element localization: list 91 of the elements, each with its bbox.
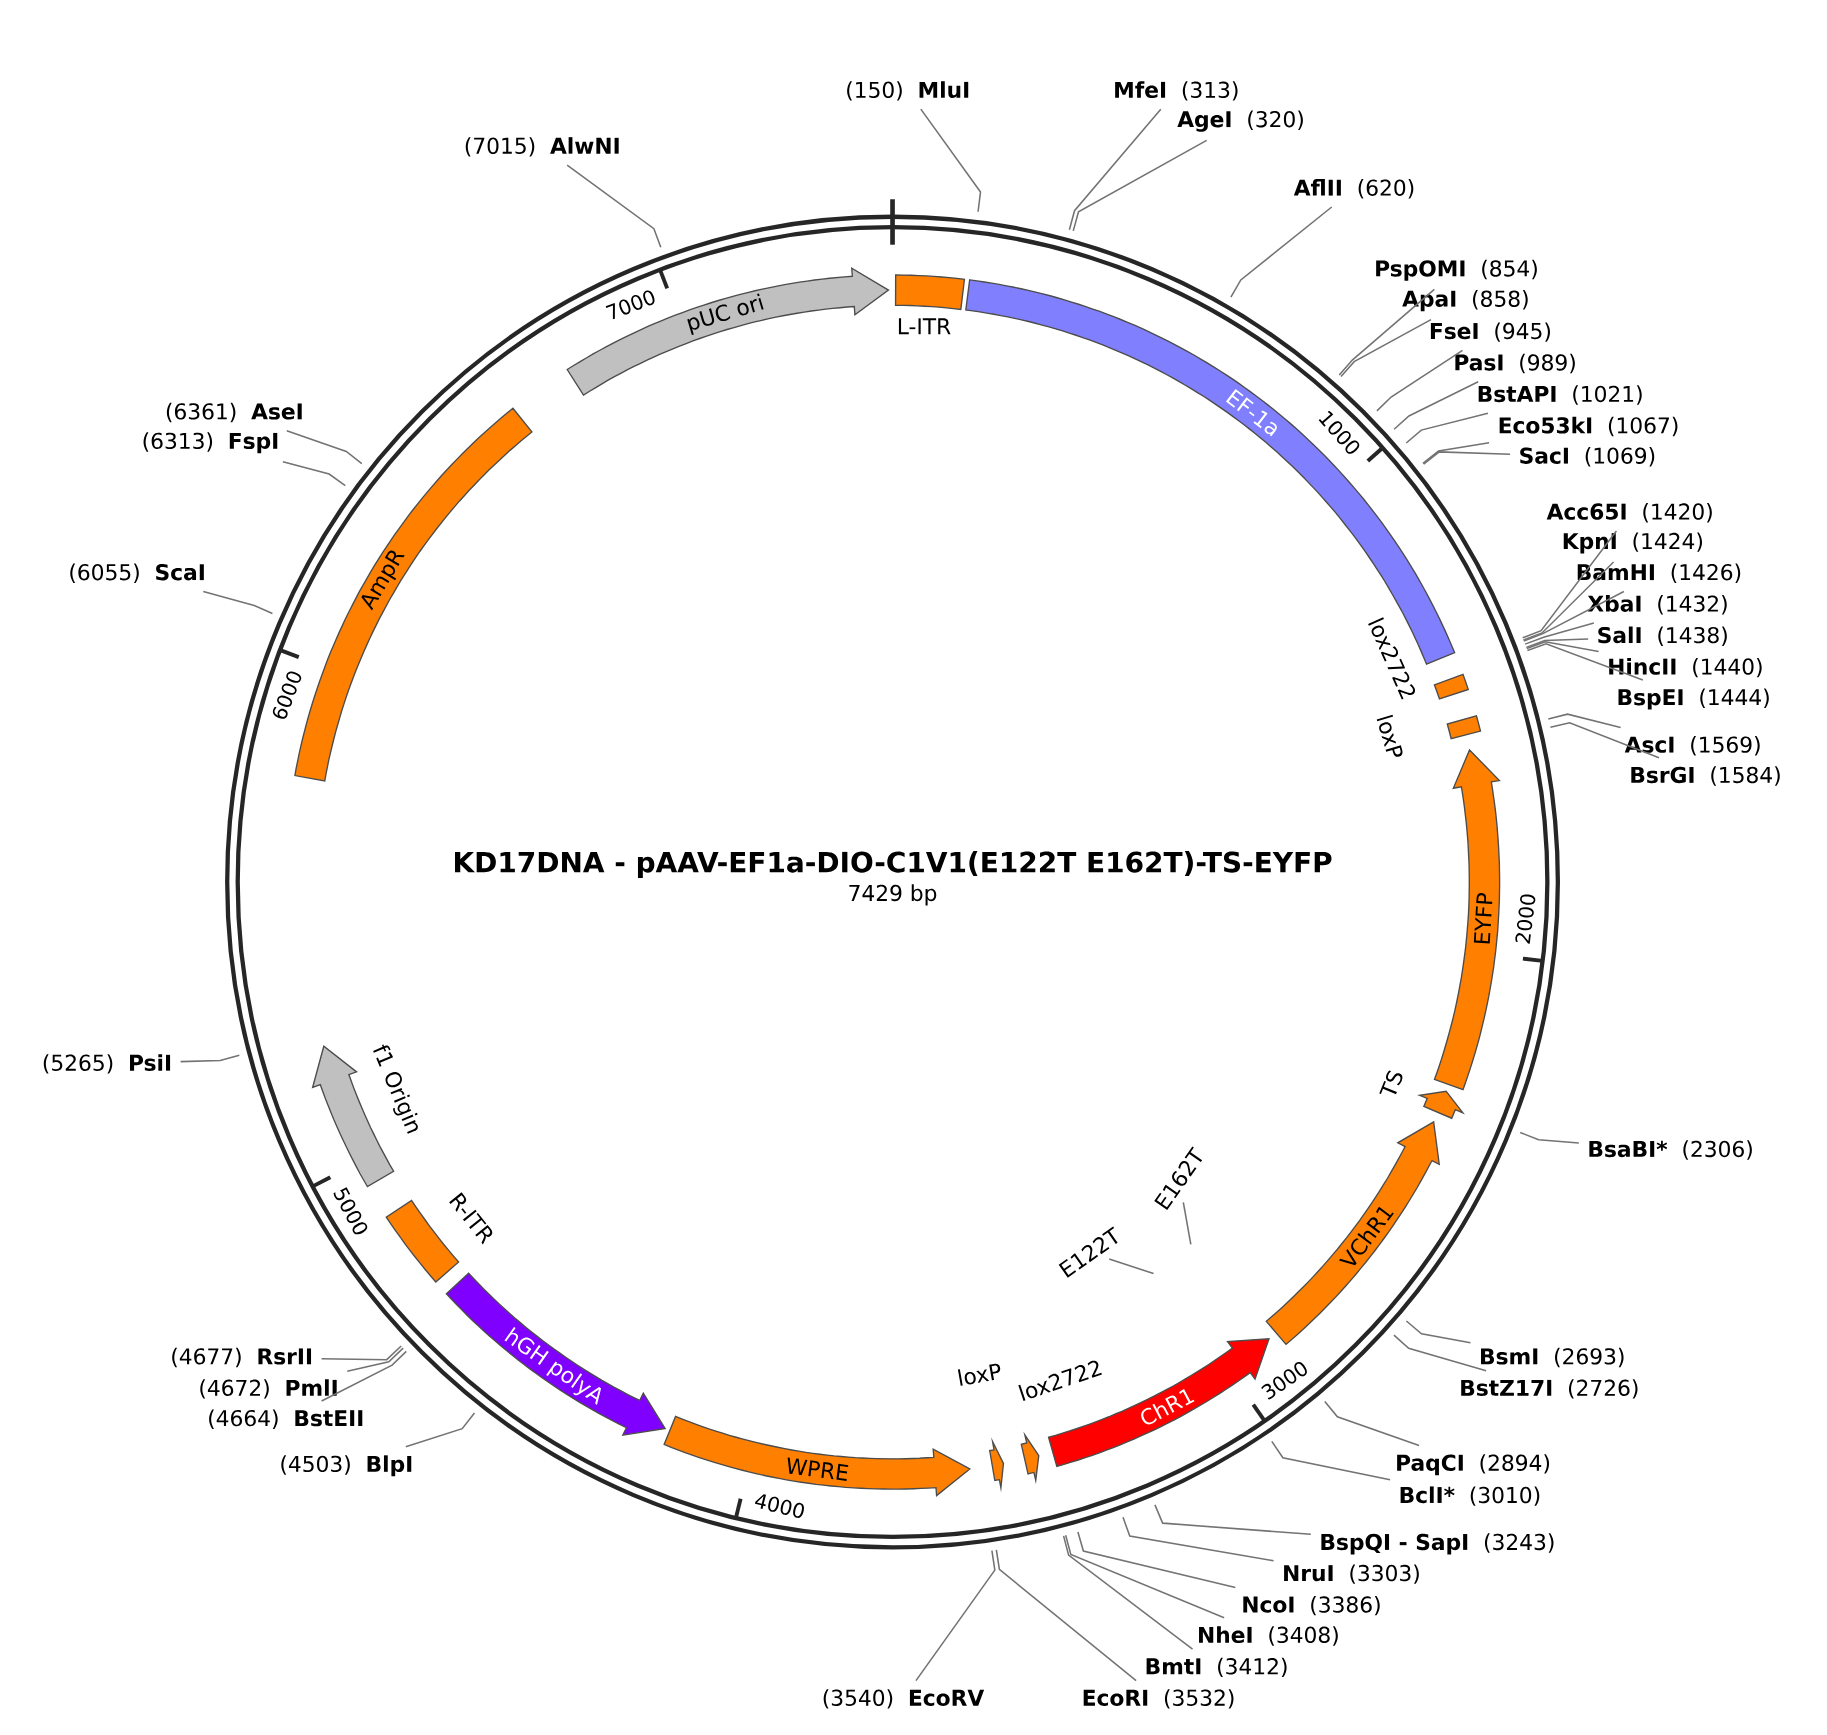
leader-line <box>1405 1320 1472 1344</box>
site-mark <box>1182 1201 1192 1246</box>
node-label: TS <box>1379 1070 1403 1095</box>
site-label: (3540) EcoRV <box>823 1689 985 1709</box>
leader-line <box>405 1412 476 1448</box>
site-label: BstZ17I (2726) <box>1461 1379 1638 1399</box>
site-label: Acc65I (1420) <box>1546 503 1712 523</box>
leader-line <box>1526 642 1644 681</box>
leader-line <box>202 590 274 615</box>
leader-line <box>286 429 363 465</box>
site-label: SacI (1069) <box>1520 447 1655 467</box>
leader-line <box>920 108 982 213</box>
leader-line <box>915 1549 996 1682</box>
site-label: SalI (1438) <box>1598 626 1727 646</box>
site-label: AscI (1569) <box>1624 736 1760 756</box>
leader-line <box>1422 442 1490 465</box>
leader-line <box>1230 206 1333 298</box>
leader-line <box>1077 1531 1237 1589</box>
site-label: (150) MluI <box>847 81 969 101</box>
site-label: NheI (3408) <box>1199 1626 1338 1646</box>
site-label: XbaI (1432) <box>1587 595 1727 615</box>
leader-line <box>1393 381 1479 431</box>
node-label: loxP <box>957 1363 1001 1386</box>
leader-line <box>1122 1516 1275 1562</box>
leader-line <box>1519 1131 1580 1144</box>
site-label: NruI (3303) <box>1284 1564 1419 1584</box>
leader-line <box>1393 1334 1487 1372</box>
leader-line <box>1525 638 1589 649</box>
leader-line <box>1271 1440 1391 1481</box>
site-label: NcoI (3386) <box>1243 1595 1380 1616</box>
site-label: BspEI (1444) <box>1618 688 1769 710</box>
leader-line <box>1072 139 1208 232</box>
leader-line <box>1324 1400 1420 1447</box>
site-label: (5265) PsiI <box>43 1054 171 1074</box>
leader-line <box>1062 1535 1194 1650</box>
site-label: BsaBI* (2306) <box>1589 1140 1752 1160</box>
site-label: PspOMI (854) <box>1376 259 1537 281</box>
site-label: BmtI (3412) <box>1146 1657 1287 1678</box>
leader-line <box>1422 451 1511 465</box>
site-label: (6055) ScaI <box>70 563 204 583</box>
leader-line <box>1340 318 1432 378</box>
leader-line <box>320 1350 408 1402</box>
leader-line <box>1521 530 1618 639</box>
site-label: EcoRI (3532) <box>1083 1689 1234 1709</box>
site-label: (4503) BlpI <box>281 1455 412 1477</box>
leader-line <box>1405 412 1489 444</box>
site-label: (6313) FspI <box>143 432 278 454</box>
leader-line <box>346 1347 404 1372</box>
leader-line <box>1522 561 1615 641</box>
site-label: AgeI (320) <box>1177 110 1303 132</box>
site-label: BspQI - SapI (3243) <box>1321 1533 1554 1555</box>
leader-line <box>1523 590 1625 642</box>
leader-line <box>566 164 662 249</box>
leader-line <box>1064 1534 1225 1619</box>
site-label: (4672) PmlI <box>200 1379 337 1399</box>
leader-line <box>995 1549 1137 1682</box>
site-label: MfeI (313) <box>1115 81 1238 101</box>
site-label: BsmI (2693) <box>1481 1347 1624 1368</box>
plasmid-size: 7429 bp <box>849 884 937 906</box>
site-label: BamHI (1426) <box>1577 563 1741 583</box>
leader-line <box>282 461 346 487</box>
leader-line <box>1547 713 1622 729</box>
gene-segment: f1 Origin <box>311 1044 418 1188</box>
gene-segment: L-ITR <box>894 274 966 335</box>
leader-line <box>1068 108 1162 231</box>
leader-line <box>1525 640 1600 653</box>
site-label: BstAPI (1021) <box>1478 385 1642 405</box>
leader-line <box>1154 1504 1312 1536</box>
site-label: PaqCI (2894) <box>1397 1454 1550 1476</box>
site-label: Eco53kI (1067) <box>1499 416 1678 437</box>
site-label: BclI* (3010) <box>1400 1486 1540 1506</box>
tick-label: 7000 <box>605 290 655 320</box>
site-mark <box>1108 1258 1155 1275</box>
site-label: AflII (620) <box>1293 179 1414 199</box>
leader-line <box>179 1054 241 1063</box>
site-label: KpnI (1424) <box>1563 532 1702 554</box>
site-label: (4677) RsrII <box>172 1347 312 1368</box>
node-label: loxP <box>1376 714 1403 757</box>
site-label: (7015) AlwNI <box>465 137 619 157</box>
leader-line <box>320 1345 402 1361</box>
leader-line <box>1524 622 1595 645</box>
leader-line <box>1549 721 1660 759</box>
node-label: L-ITR <box>898 318 951 335</box>
map-title: KD17DNA - pAAV-EF1a-DIO-C1V1(E122T E162T)-TS-EYFP <box>455 851 1332 879</box>
leader-line <box>1376 349 1464 412</box>
leader-line <box>1338 288 1436 376</box>
site-label: PasI (989) <box>1455 353 1575 374</box>
site-label: BsrGI (1584) <box>1631 766 1780 786</box>
site-label: HincII (1440) <box>1609 658 1762 678</box>
site-label: (4664) BstEII <box>209 1409 363 1429</box>
tick-label: 4000 <box>755 1494 804 1518</box>
